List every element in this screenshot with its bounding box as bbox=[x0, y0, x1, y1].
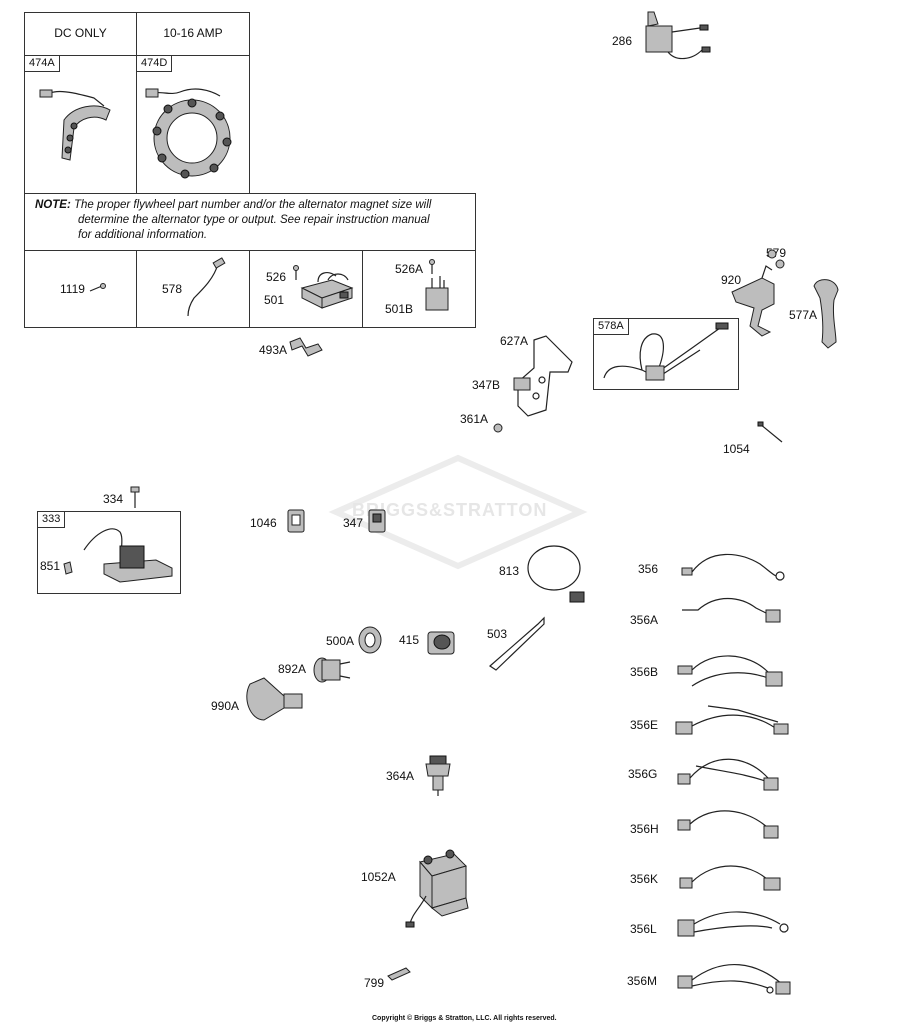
header-divider bbox=[24, 55, 250, 56]
harness-578a-box bbox=[593, 318, 739, 390]
lamp-990a-drawing bbox=[246, 677, 303, 721]
solenoid-1052a-drawing bbox=[405, 849, 469, 928]
label-493a: 493A bbox=[259, 343, 288, 357]
label-577a: 577A bbox=[789, 308, 818, 322]
label-627a: 627A bbox=[500, 334, 529, 348]
harness-578a-drawing bbox=[603, 322, 729, 381]
clip-493a-drawing bbox=[289, 337, 323, 357]
alternator-474a-drawing bbox=[39, 89, 111, 161]
label-347: 347 bbox=[343, 516, 364, 530]
label-356l: 356L bbox=[630, 922, 657, 936]
label-356: 356 bbox=[638, 562, 659, 576]
note-label: NOTE: bbox=[35, 199, 71, 211]
harness-356m-drawing bbox=[677, 963, 791, 995]
part-1046-drawing bbox=[287, 509, 305, 533]
alternator-474d-drawing bbox=[145, 88, 232, 179]
ignition-333-box bbox=[37, 511, 181, 594]
part-347-drawing bbox=[368, 509, 386, 533]
label-361a: 361A bbox=[460, 412, 489, 426]
regulator-501-drawing bbox=[293, 265, 354, 309]
label-1119: 1119 bbox=[60, 282, 85, 296]
label-356b: 356B bbox=[630, 665, 659, 679]
harness-356e-drawing bbox=[675, 705, 789, 735]
header-10-16-amp: 10-16 AMP bbox=[163, 26, 223, 40]
label-851: 851 bbox=[40, 559, 61, 573]
cell-526a-501b bbox=[362, 250, 476, 328]
screw-1119-drawing bbox=[89, 283, 106, 292]
tie-1054-drawing bbox=[757, 421, 783, 443]
wire-578-drawing bbox=[187, 257, 226, 317]
harness-356g-drawing bbox=[677, 758, 779, 791]
label-526a: 526A bbox=[395, 262, 424, 276]
harness-356a-drawing bbox=[682, 598, 781, 623]
screw-334-drawing bbox=[130, 486, 140, 508]
part-364a-drawing bbox=[425, 755, 451, 796]
bracket-627a-drawing bbox=[493, 335, 573, 433]
boot-577a-drawing bbox=[813, 279, 839, 349]
tag-474a: 474A bbox=[25, 56, 60, 72]
part-920-drawing bbox=[731, 249, 785, 337]
rectifier-501b-drawing bbox=[425, 259, 449, 311]
clamp-813-drawing bbox=[527, 545, 585, 603]
label-501: 501 bbox=[264, 293, 285, 307]
label-286: 286 bbox=[612, 34, 633, 48]
label-500a: 500A bbox=[326, 634, 355, 648]
washer-500a-drawing bbox=[358, 626, 382, 654]
label-503: 503 bbox=[487, 627, 508, 641]
part-799-drawing bbox=[387, 967, 411, 981]
copyright-text: Copyright © Briggs & Stratton, LLC. All … bbox=[372, 1015, 557, 1022]
label-920: 920 bbox=[721, 273, 742, 287]
harness-356l-drawing bbox=[677, 911, 789, 937]
label-892a: 892A bbox=[278, 662, 307, 676]
note-line-3: for additional information. bbox=[78, 229, 208, 241]
label-990a: 990A bbox=[211, 699, 240, 713]
harness-356k-drawing bbox=[679, 865, 781, 891]
watermark-text: BRIGGS&STRATTON bbox=[352, 500, 548, 520]
label-334: 334 bbox=[103, 492, 124, 506]
label-364a: 364A bbox=[386, 769, 415, 783]
label-526: 526 bbox=[266, 270, 287, 284]
label-1052a: 1052A bbox=[361, 870, 396, 884]
label-1054: 1054 bbox=[723, 442, 750, 456]
label-799: 799 bbox=[364, 976, 385, 990]
label-415: 415 bbox=[399, 633, 420, 647]
label-356k: 356K bbox=[630, 872, 659, 886]
label-356h: 356H bbox=[630, 822, 659, 836]
part-415-drawing bbox=[427, 631, 455, 655]
harness-356-drawing bbox=[681, 553, 785, 581]
harness-356b-drawing bbox=[677, 655, 783, 687]
part-286-drawing bbox=[645, 11, 711, 60]
harness-356h-drawing bbox=[677, 810, 779, 839]
part-892a-drawing bbox=[313, 657, 351, 683]
note-line-1: NOTE: The proper flywheel part number an… bbox=[35, 198, 431, 213]
label-356m: 356M bbox=[627, 974, 658, 988]
tag-333: 333 bbox=[38, 512, 66, 528]
tag-578a: 578A bbox=[594, 319, 629, 335]
label-356a: 356A bbox=[630, 613, 659, 627]
tag-474d: 474D bbox=[137, 56, 173, 72]
strap-503-drawing bbox=[489, 616, 545, 671]
label-578: 578 bbox=[162, 282, 183, 296]
label-813: 813 bbox=[499, 564, 520, 578]
note-text-1: The proper flywheel part number and/or t… bbox=[73, 199, 432, 211]
note-line-2: determine the alternator type or output.… bbox=[78, 214, 430, 226]
label-1046: 1046 bbox=[250, 516, 277, 530]
label-356e: 356E bbox=[630, 718, 659, 732]
ignition-333-drawing bbox=[63, 528, 173, 583]
label-501b: 501B bbox=[385, 302, 414, 316]
label-356g: 356G bbox=[628, 767, 658, 781]
header-dc-only: DC ONLY bbox=[54, 26, 107, 40]
label-347b: 347B bbox=[472, 378, 501, 392]
